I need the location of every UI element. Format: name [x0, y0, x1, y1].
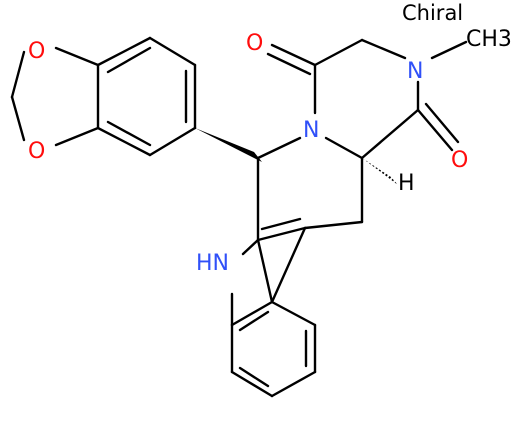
nh-indole: HN [196, 251, 229, 276]
methyl-group: CH3 [466, 27, 512, 52]
nitrogen-methyl: N [407, 59, 423, 84]
indole-benzene-ring [230, 300, 317, 398]
oxygen-carbonyl-upper: O [246, 31, 263, 56]
oxygen-dioxole-top: O [28, 39, 45, 64]
oxygen-dioxole-bottom: O [28, 139, 45, 164]
oxygen-carbonyl-right: O [451, 148, 468, 173]
chiral-label: Chiral [402, 1, 463, 25]
stereo-hydrogen: H [398, 171, 415, 196]
benzodioxole-ring [10, 36, 197, 157]
fused-rings [256, 38, 468, 304]
hash-bond [362, 158, 398, 185]
wedge-bond [195, 128, 262, 162]
pyrrole-ring [230, 217, 307, 327]
nitrogen-amide-ring: N [303, 118, 319, 143]
